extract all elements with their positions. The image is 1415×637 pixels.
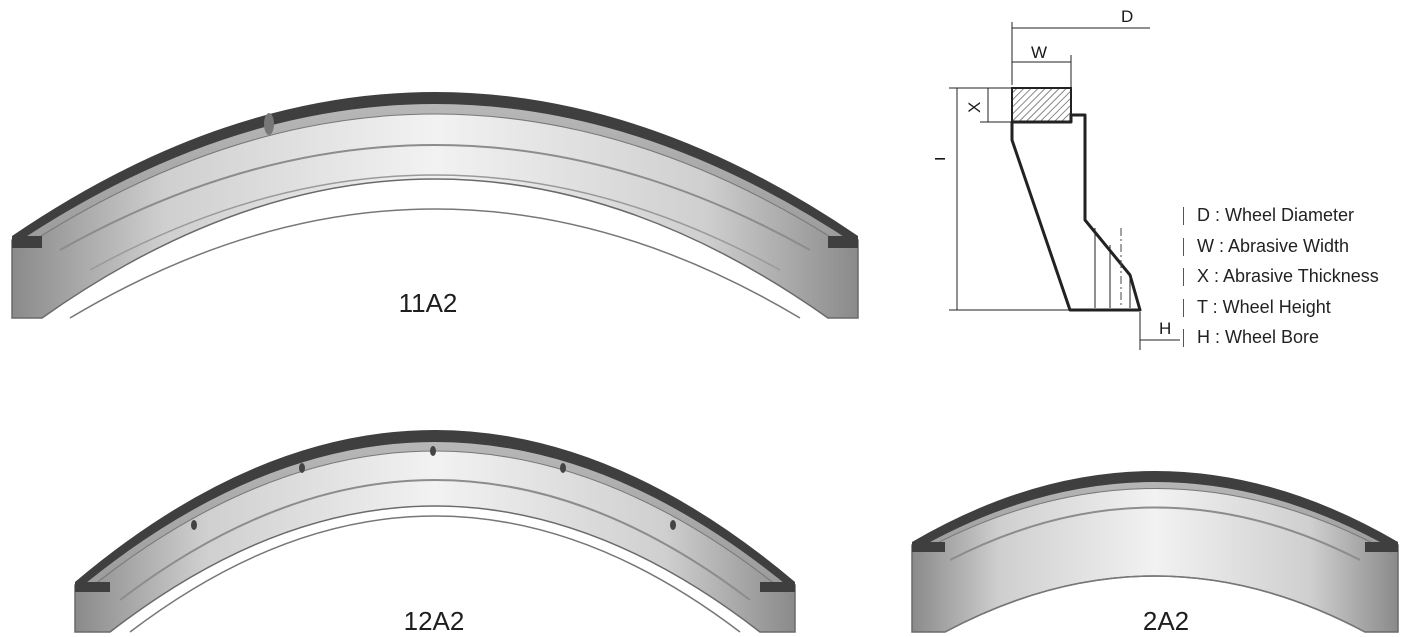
- wheel-12A2-illustration: [74, 430, 796, 633]
- dim-label-h: H: [1159, 319, 1171, 338]
- wheel-11A2-illustration: [11, 92, 859, 319]
- product-code-label: 2A2: [1142, 606, 1190, 636]
- dim-label-x: X: [965, 102, 984, 113]
- legend-item: T : Wheel Height: [1183, 292, 1379, 323]
- legend-item: W : Abrasive Width: [1183, 231, 1379, 262]
- product-code-label: 12A2: [403, 606, 465, 636]
- legend-item: X : Abrasive Thickness: [1183, 261, 1379, 292]
- dimension-legend: D : Wheel Diameter W : Abrasive Width X …: [1183, 200, 1379, 353]
- legend-item: H : Wheel Bore: [1183, 322, 1379, 353]
- dim-label-t: T: [935, 154, 949, 164]
- cross-section-diagram: D W X T H: [935, 7, 1180, 350]
- product-11A2: 11A2: [0, 0, 870, 320]
- dim-label-w: W: [1031, 43, 1047, 62]
- product-code-label: 11A2: [398, 288, 458, 318]
- dim-label-d: D: [1121, 7, 1133, 26]
- legend-item: D : Wheel Diameter: [1183, 200, 1379, 231]
